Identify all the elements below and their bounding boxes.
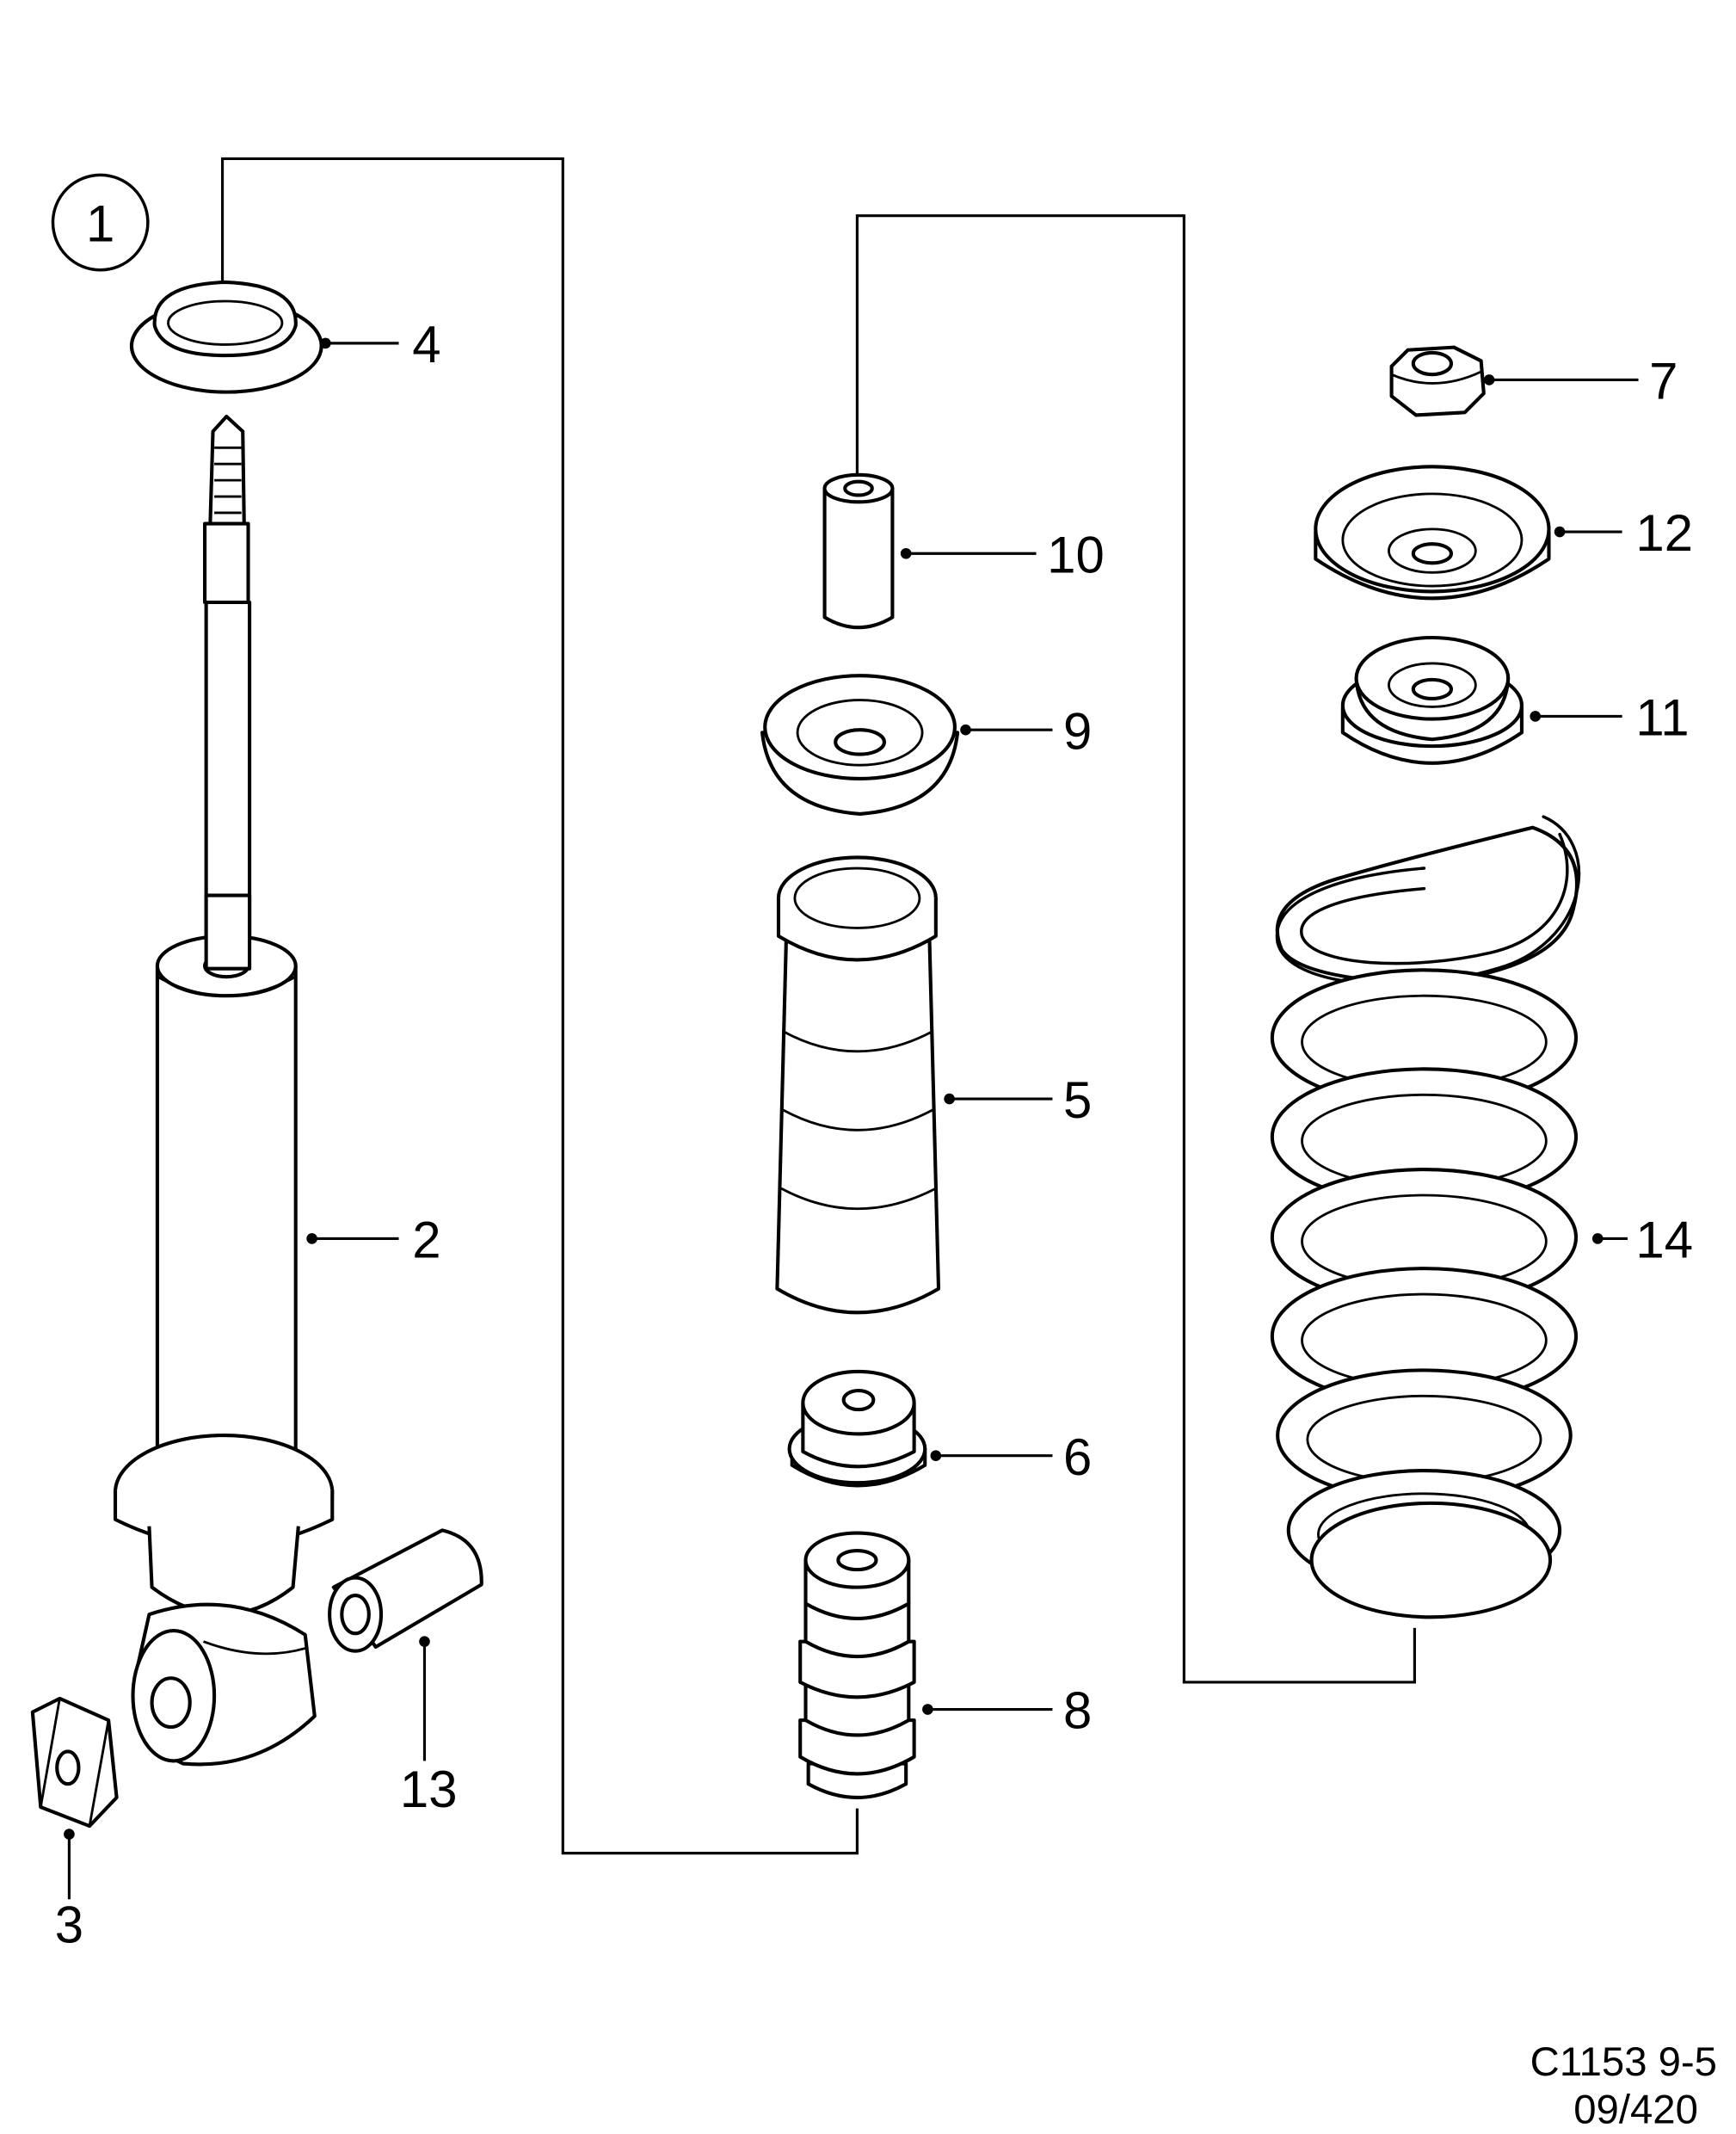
callout-5: 5 (944, 1071, 1092, 1129)
callout-circle-1: 1 (51, 173, 150, 272)
callout-9: 9 (960, 702, 1092, 760)
drawing-reference-line2: 09/420 (1573, 2087, 1698, 2127)
callout-4: 4 (320, 316, 441, 373)
part-2-shock-absorber (113, 414, 335, 1767)
part-4-ring-seat (129, 280, 323, 394)
callout-8: 8 (922, 1682, 1092, 1740)
part-9-cup (760, 674, 960, 817)
callout-10-label: 10 (1047, 526, 1105, 583)
part-12-upper-seat (1314, 465, 1551, 601)
callout-11: 11 (1530, 689, 1690, 747)
callout-1-label: 1 (86, 195, 114, 253)
callout-14-label: 14 (1635, 1212, 1693, 1269)
group-bracket-right (855, 214, 1416, 1684)
part-14-coil-spring (1270, 815, 1581, 1619)
callout-9-label: 9 (1063, 702, 1092, 760)
part-8-bump-stop (798, 1531, 916, 1800)
drawing-reference: C1153 9-5 09/420 (1530, 2039, 1717, 2132)
drawing-reference-line1: C1153 9-5 (1530, 2039, 1717, 2085)
callout-6-label: 6 (1063, 1428, 1092, 1486)
callout-12: 12 (1554, 504, 1693, 562)
spring-coils (1270, 968, 1579, 1619)
callout-7-label: 7 (1649, 353, 1678, 410)
callout-3-label: 3 (55, 1897, 83, 1954)
callout-6: 6 (930, 1428, 1092, 1486)
part-11-insulator (1340, 635, 1524, 765)
part-6-bump-cap (787, 1369, 927, 1488)
callout-10: 10 (900, 526, 1105, 583)
part-7-nut (1389, 345, 1486, 417)
callout-8-label: 8 (1063, 1682, 1092, 1740)
callout-14: 14 (1591, 1212, 1693, 1269)
group-bracket-left (220, 157, 859, 1855)
callout-4-label: 4 (412, 316, 440, 373)
callout-13: 13 (400, 1636, 458, 1818)
callout-2-label: 2 (412, 1212, 440, 1269)
callout-13-label: 13 (400, 1761, 458, 1818)
callout-7: 7 (1483, 353, 1678, 410)
callout-3: 3 (55, 1829, 83, 1954)
part-13-bushing (328, 1528, 483, 1653)
part-10-sleeve (822, 472, 895, 630)
part-5-boot (775, 855, 941, 1315)
callout-11-label: 11 (1635, 689, 1689, 747)
part-3-plate-nut (30, 1696, 119, 1829)
callout-12-label: 12 (1635, 504, 1693, 562)
callout-5-label: 5 (1063, 1071, 1092, 1129)
callout-2: 2 (306, 1212, 441, 1269)
